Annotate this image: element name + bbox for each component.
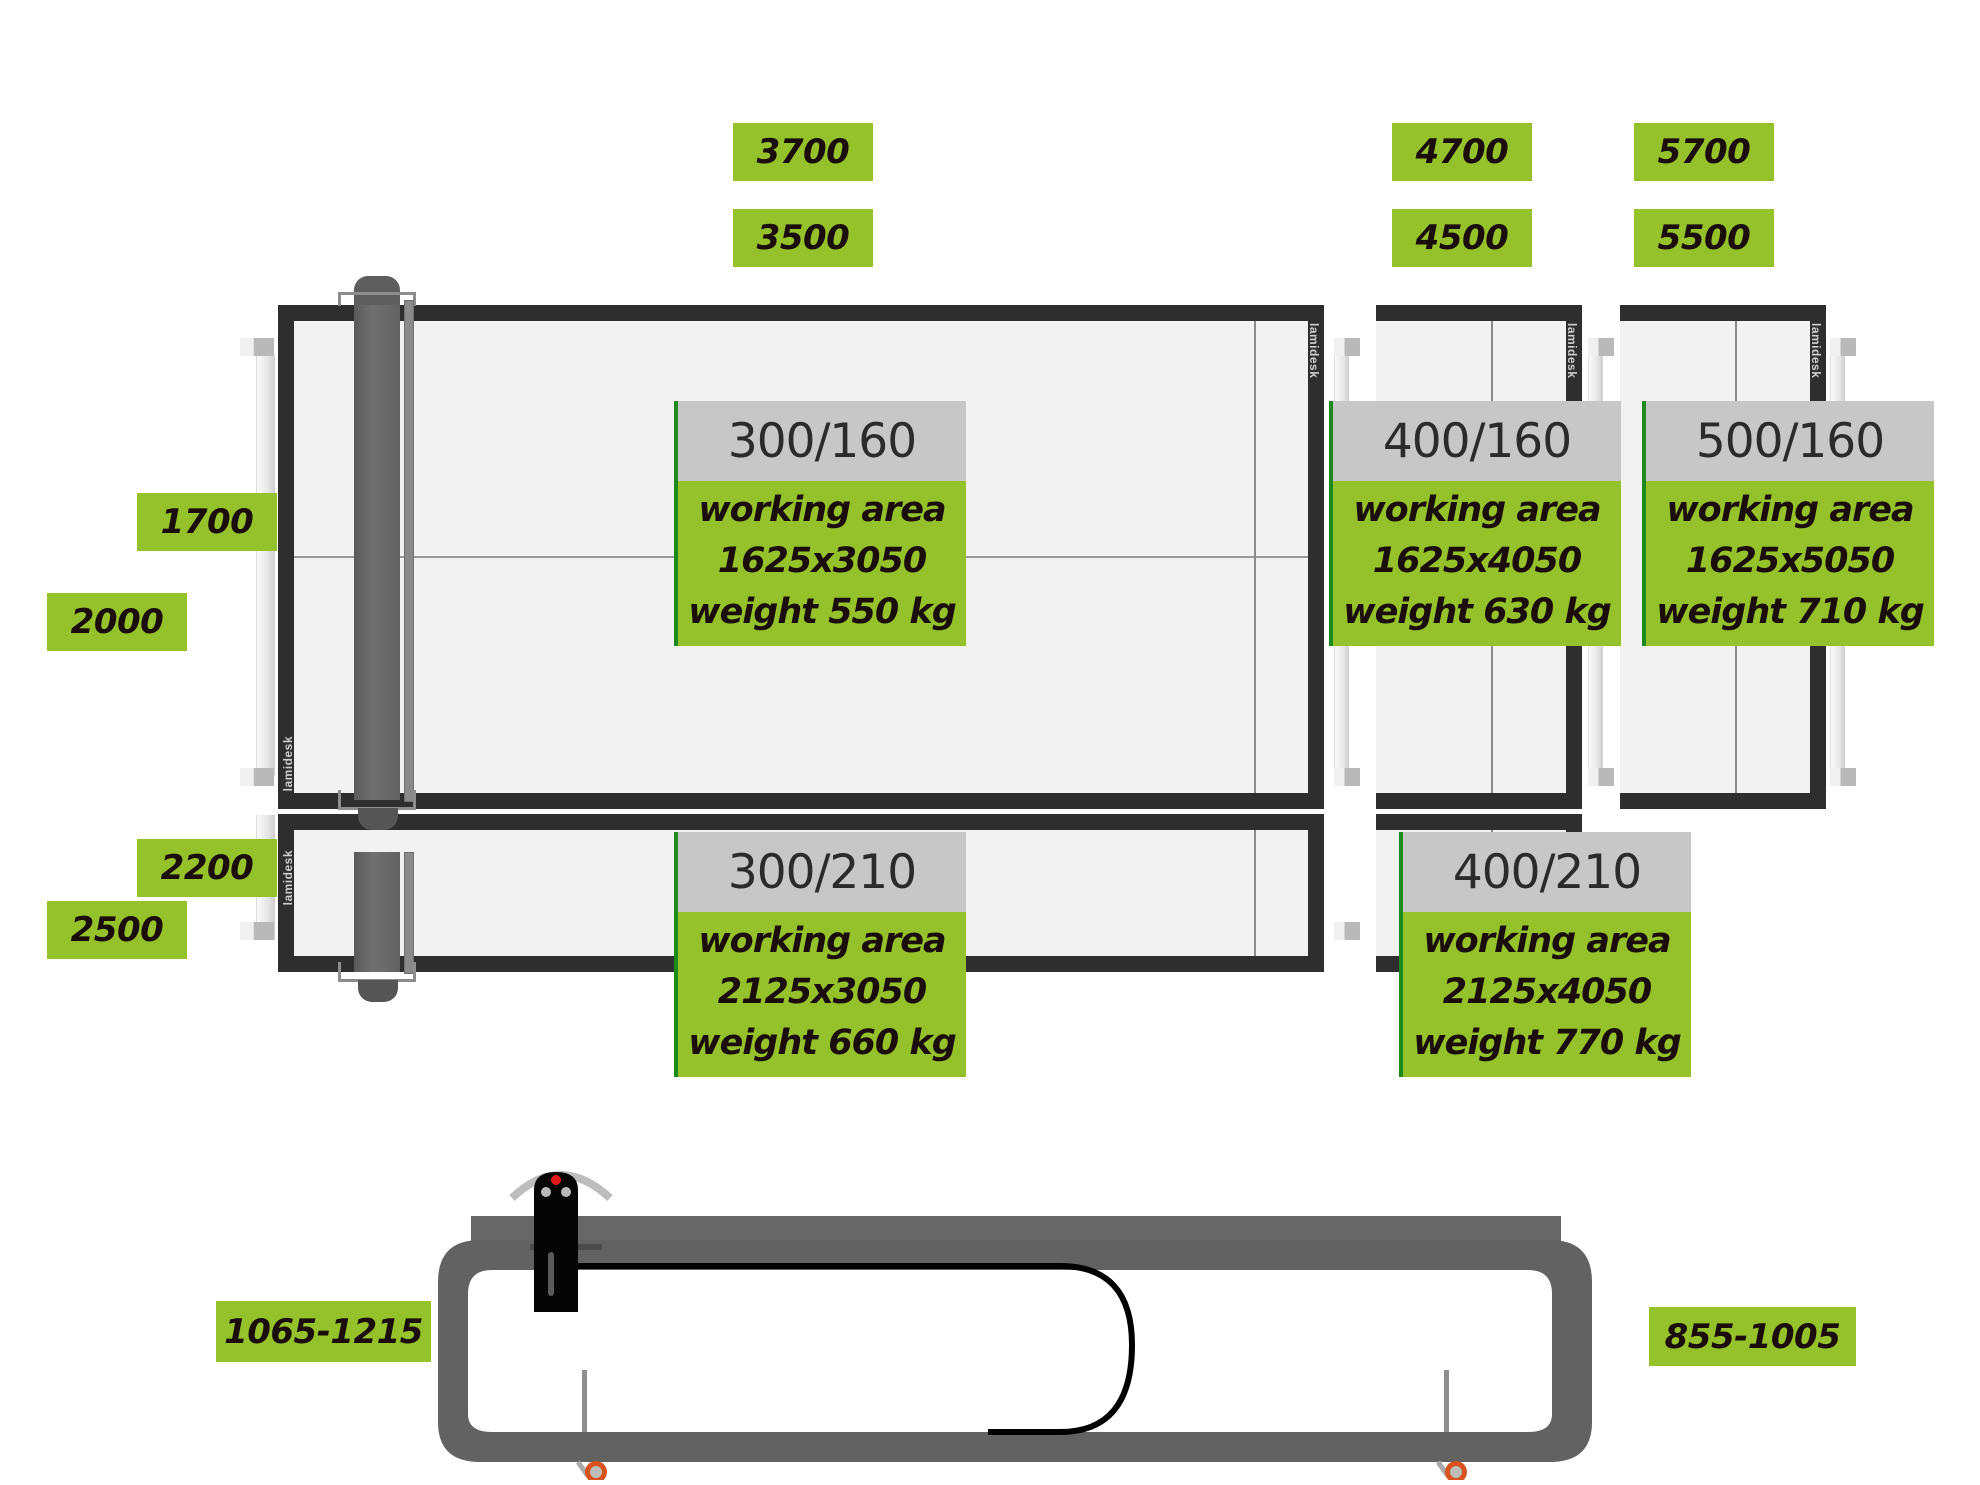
- model-card-300-210: 300/210 working area 2125x3050 weight 66…: [674, 832, 966, 1077]
- model-specs: working area 2125x3050 weight 660 kg: [678, 912, 966, 1077]
- cutter-bracket: [338, 962, 416, 982]
- rail-clamp: [1588, 768, 1614, 786]
- cutter-foot: [358, 808, 398, 830]
- guide-rail: [404, 300, 414, 802]
- spec-weight: weight 630 kg: [1343, 592, 1612, 632]
- cable-chain: [570, 1263, 1136, 1435]
- dimension-badge-3500: 3500: [733, 209, 873, 267]
- dimension-badge-2200: 2200: [137, 839, 277, 897]
- rail-clamp: [240, 922, 274, 940]
- rail-clamp: [1588, 338, 1614, 356]
- emergency-stop-icon: [551, 1175, 561, 1185]
- spec-weight: weight 770 kg: [1413, 1023, 1682, 1063]
- model-name: 500/160: [1646, 401, 1934, 481]
- spec-weight: weight 660 kg: [688, 1023, 957, 1063]
- model-card-300-160: 300/160 working area 1625x3050 weight 55…: [674, 401, 966, 646]
- rail-clamp: [1334, 922, 1360, 940]
- spec-label: working area: [1353, 490, 1601, 530]
- dimension-badge-5500: 5500: [1634, 209, 1774, 267]
- caster-wheel-left: [575, 1460, 607, 1480]
- dimension-badge-2000: 2000: [47, 593, 187, 651]
- brand-mark: lamidesk: [1809, 323, 1823, 379]
- dimension-badge-4700: 4700: [1392, 123, 1532, 181]
- model-name: 400/160: [1333, 401, 1621, 481]
- model-name: 400/210: [1403, 832, 1691, 912]
- model-name: 300/160: [678, 401, 966, 481]
- spec-label: working area: [1423, 921, 1671, 961]
- dimension-badge-table-height: 855-1005: [1649, 1307, 1856, 1366]
- spec-working-area: 1625x5050: [1685, 541, 1895, 581]
- model-specs: working area 1625x4050 weight 630 kg: [1333, 481, 1621, 646]
- rail-clamp: [1830, 768, 1856, 786]
- rail-clamp: [1830, 338, 1856, 356]
- model-specs: working area 2125x4050 weight 770 kg: [1403, 912, 1691, 1077]
- table-base-frame: [438, 1240, 1592, 1462]
- leg-post: [582, 1370, 587, 1432]
- cutter-column: [354, 852, 400, 972]
- dimension-badge-4500: 4500: [1392, 209, 1532, 267]
- spec-working-area: 2125x4050: [1442, 972, 1652, 1012]
- brand-mark: lamidesk: [1565, 323, 1579, 379]
- brand-mark: lamidesk: [281, 850, 295, 906]
- dimension-badge-2500: 2500: [47, 901, 187, 959]
- table-side-view: [438, 1171, 1592, 1480]
- spec-weight: weight 710 kg: [1656, 592, 1925, 632]
- model-card-500-160: 500/160 working area 1625x5050 weight 71…: [1642, 401, 1934, 646]
- model-card-400-210: 400/210 working area 2125x4050 weight 77…: [1399, 832, 1691, 1077]
- cutter-bracket: [338, 292, 416, 306]
- cutter-head: [509, 1171, 613, 1312]
- leg-post: [1444, 1370, 1449, 1432]
- caster-wheel-right: [1435, 1460, 1467, 1480]
- dimension-badge-1700: 1700: [137, 493, 277, 551]
- spec-working-area: 1625x4050: [1372, 541, 1582, 581]
- panel-seam: [1254, 321, 1256, 793]
- cutter-column: [354, 305, 400, 800]
- cutter-foot: [358, 980, 398, 1002]
- spec-label: working area: [698, 921, 946, 961]
- model-name: 300/210: [678, 832, 966, 912]
- table-frame-300-160: lamidesk lamidesk: [278, 305, 1324, 809]
- panel-seam: [1254, 830, 1256, 956]
- rail-clamp: [240, 768, 274, 786]
- spec-weight: weight 550 kg: [688, 592, 957, 632]
- brand-mark: lamidesk: [281, 735, 295, 791]
- side-rail: [256, 355, 275, 775]
- model-card-400-160: 400/160 working area 1625x4050 weight 63…: [1329, 401, 1621, 646]
- spec-label: working area: [1666, 490, 1914, 530]
- rail-clamp: [1334, 338, 1360, 356]
- spec-working-area: 1625x3050: [717, 541, 927, 581]
- dimension-badge-5700: 5700: [1634, 123, 1774, 181]
- spec-label: working area: [698, 490, 946, 530]
- dimension-badge-cutter-height: 1065-1215: [216, 1301, 431, 1362]
- dimension-badge-3700: 3700: [733, 123, 873, 181]
- spec-working-area: 2125x3050: [717, 972, 927, 1012]
- brand-mark: lamidesk: [1307, 323, 1321, 379]
- guide-rail: [404, 852, 414, 974]
- rail-clamp: [240, 338, 274, 356]
- cutter-bracket: [338, 790, 416, 810]
- model-specs: working area 1625x3050 weight 550 kg: [678, 481, 966, 646]
- model-specs: working area 1625x5050 weight 710 kg: [1646, 481, 1934, 646]
- rail-clamp: [1334, 768, 1360, 786]
